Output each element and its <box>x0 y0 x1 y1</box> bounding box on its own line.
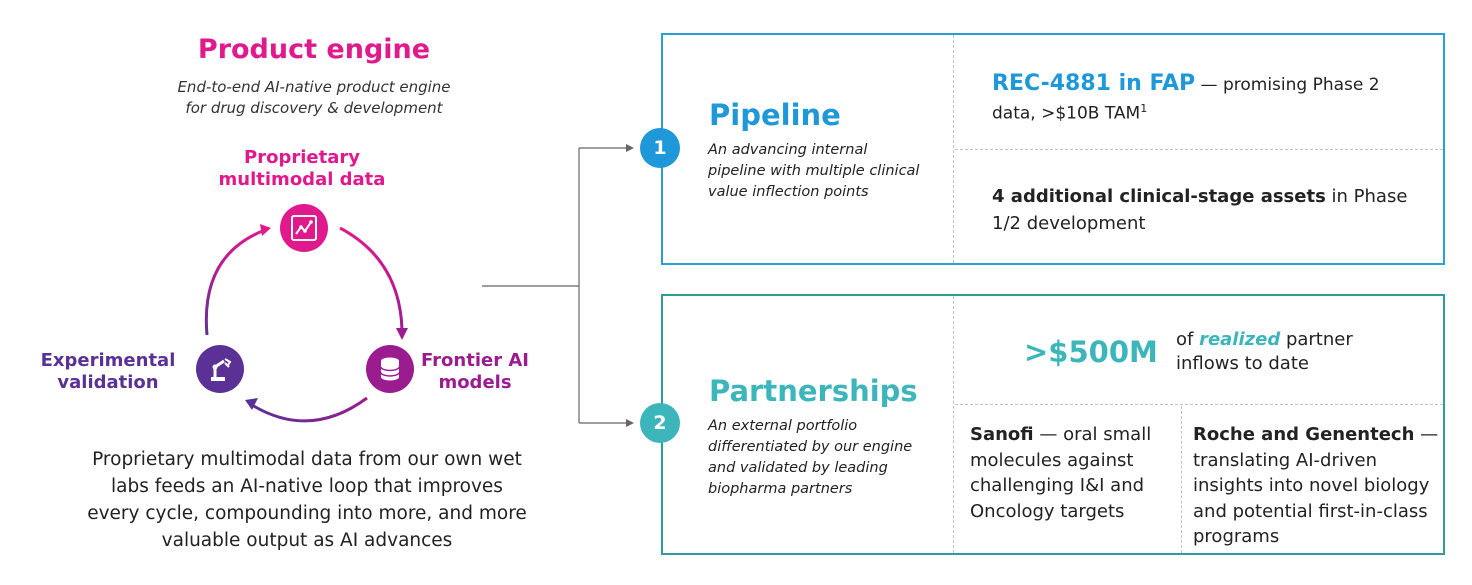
rec-4881-name: REC-4881 in FAP <box>992 71 1196 96</box>
chart-icon <box>291 215 317 241</box>
clinical-assets-highlight: 4 additional clinical-stage assets in Ph… <box>992 183 1412 237</box>
sanofi-name: Sanofi <box>970 424 1034 445</box>
rec-4881-highlight: REC-4881 in FAP — promising Phase 2 data… <box>992 72 1412 126</box>
database-icon <box>380 357 400 381</box>
arrow-data-to-models <box>339 226 404 331</box>
node-label-models: Frontier AI models <box>421 350 529 393</box>
arrow-head-models <box>396 328 408 340</box>
product-engine-title: Product engine <box>197 34 431 65</box>
arrow-head-validation <box>245 398 258 410</box>
rec-4881-detail: — promising Phase 2 data, >$10B TAM <box>992 75 1380 124</box>
node-label-data: Proprietary multimodal data <box>218 147 386 190</box>
robot-arm-icon <box>211 358 232 381</box>
arrow-head-data <box>260 224 271 236</box>
clinical-assets-detail: in Phase 1/2 development <box>992 186 1408 234</box>
models-node <box>366 345 414 393</box>
rec-4881-footnote: 1 <box>1140 102 1148 115</box>
partner-inflows-text: of realized partner inflows to date <box>1176 328 1416 376</box>
pipeline-divider-vertical <box>953 35 954 263</box>
partnerships-divider-horizontal <box>955 404 1443 405</box>
product-engine-description: Proprietary multimodal data from our own… <box>87 449 527 551</box>
roche-detail: — translating AI-driven insights into no… <box>1193 424 1439 547</box>
partnerships-divider-vertical <box>953 296 954 553</box>
roche-partnership: Roche and Genentech — translating AI-dri… <box>1193 422 1443 550</box>
arrow-models-to-validation <box>251 396 368 423</box>
engine-loop-arrows <box>204 144 634 427</box>
partnerships-description: An external portfolio differentiated by … <box>708 418 913 497</box>
product-engine-subtitle: End-to-end AI-native product engine for … <box>177 78 451 117</box>
node-label-validation: Experimental validation <box>40 350 176 393</box>
arrow-validation-to-data <box>204 228 266 336</box>
partner-inflows-amount: >$500M <box>1024 335 1158 369</box>
pipeline-divider-horizontal <box>955 149 1443 150</box>
partnerships-title: Partnerships <box>709 374 918 408</box>
partners-divider-vertical <box>1181 406 1182 553</box>
pipeline-number-badge: 1 <box>640 128 680 168</box>
clinical-assets-bold: 4 additional clinical-stage assets <box>992 186 1326 207</box>
connector-arrowhead-pipeline <box>626 144 634 152</box>
connector-arrowhead-partnerships <box>626 419 634 427</box>
data-node <box>280 204 328 252</box>
partnerships-number-badge: 2 <box>640 403 680 443</box>
inflows-emphasis: realized <box>1199 329 1281 350</box>
sanofi-detail: — oral small molecules against challengi… <box>970 424 1152 522</box>
sanofi-partnership: Sanofi — oral small molecules against ch… <box>970 422 1180 524</box>
pipeline-title: Pipeline <box>709 98 841 132</box>
roche-name: Roche and Genentech <box>1193 424 1415 445</box>
pipeline-description: An advancing internal pipeline with mult… <box>708 142 920 200</box>
inflows-suffix: partner inflows to date <box>1176 329 1353 374</box>
inflows-prefix: of <box>1176 329 1200 350</box>
validation-node <box>196 345 244 393</box>
